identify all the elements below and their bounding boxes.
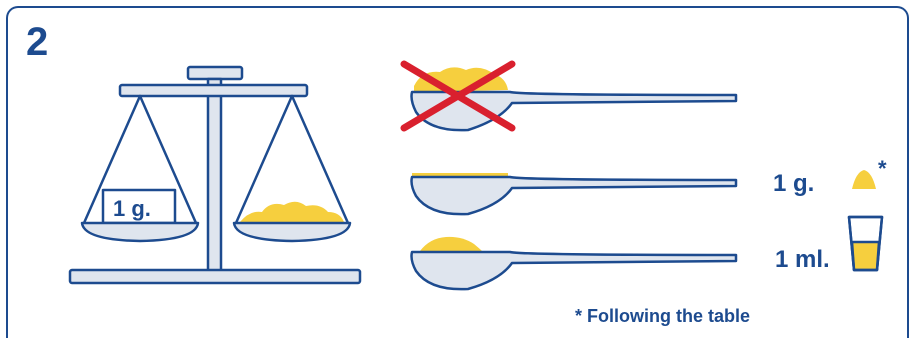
left-pan-string	[138, 94, 198, 225]
measuring-cup-icon	[847, 215, 884, 272]
powder-measure-label: 1 g.	[773, 170, 815, 197]
scale-knob	[186, 65, 244, 81]
level-powder	[412, 173, 508, 177]
spoon-body	[410, 250, 738, 291]
powder-mound-icon	[852, 170, 876, 189]
scale-base	[68, 268, 362, 285]
left-pan-string	[82, 94, 142, 225]
measure-spoon	[410, 236, 738, 291]
left-pan	[80, 221, 200, 243]
liquid-measure-label: 1 ml.	[775, 246, 830, 273]
step-number: 2	[26, 20, 49, 64]
spoon-body	[410, 175, 738, 216]
heaped-spoon	[400, 60, 738, 132]
scale-beam	[118, 83, 309, 98]
right-pan	[232, 221, 352, 243]
footnote: * Following the table	[575, 306, 750, 326]
powder-pile	[240, 201, 344, 222]
right-pan-string	[234, 94, 294, 225]
mound-powder	[420, 236, 482, 251]
cross-line-icon	[400, 60, 516, 132]
asterisk-mark: *	[878, 156, 887, 181]
weight-label: 1 g.	[113, 196, 151, 221]
level-spoon	[410, 173, 738, 216]
right-pan-string	[290, 94, 350, 225]
scale-pillar	[206, 77, 223, 275]
balance-scale	[68, 65, 362, 285]
